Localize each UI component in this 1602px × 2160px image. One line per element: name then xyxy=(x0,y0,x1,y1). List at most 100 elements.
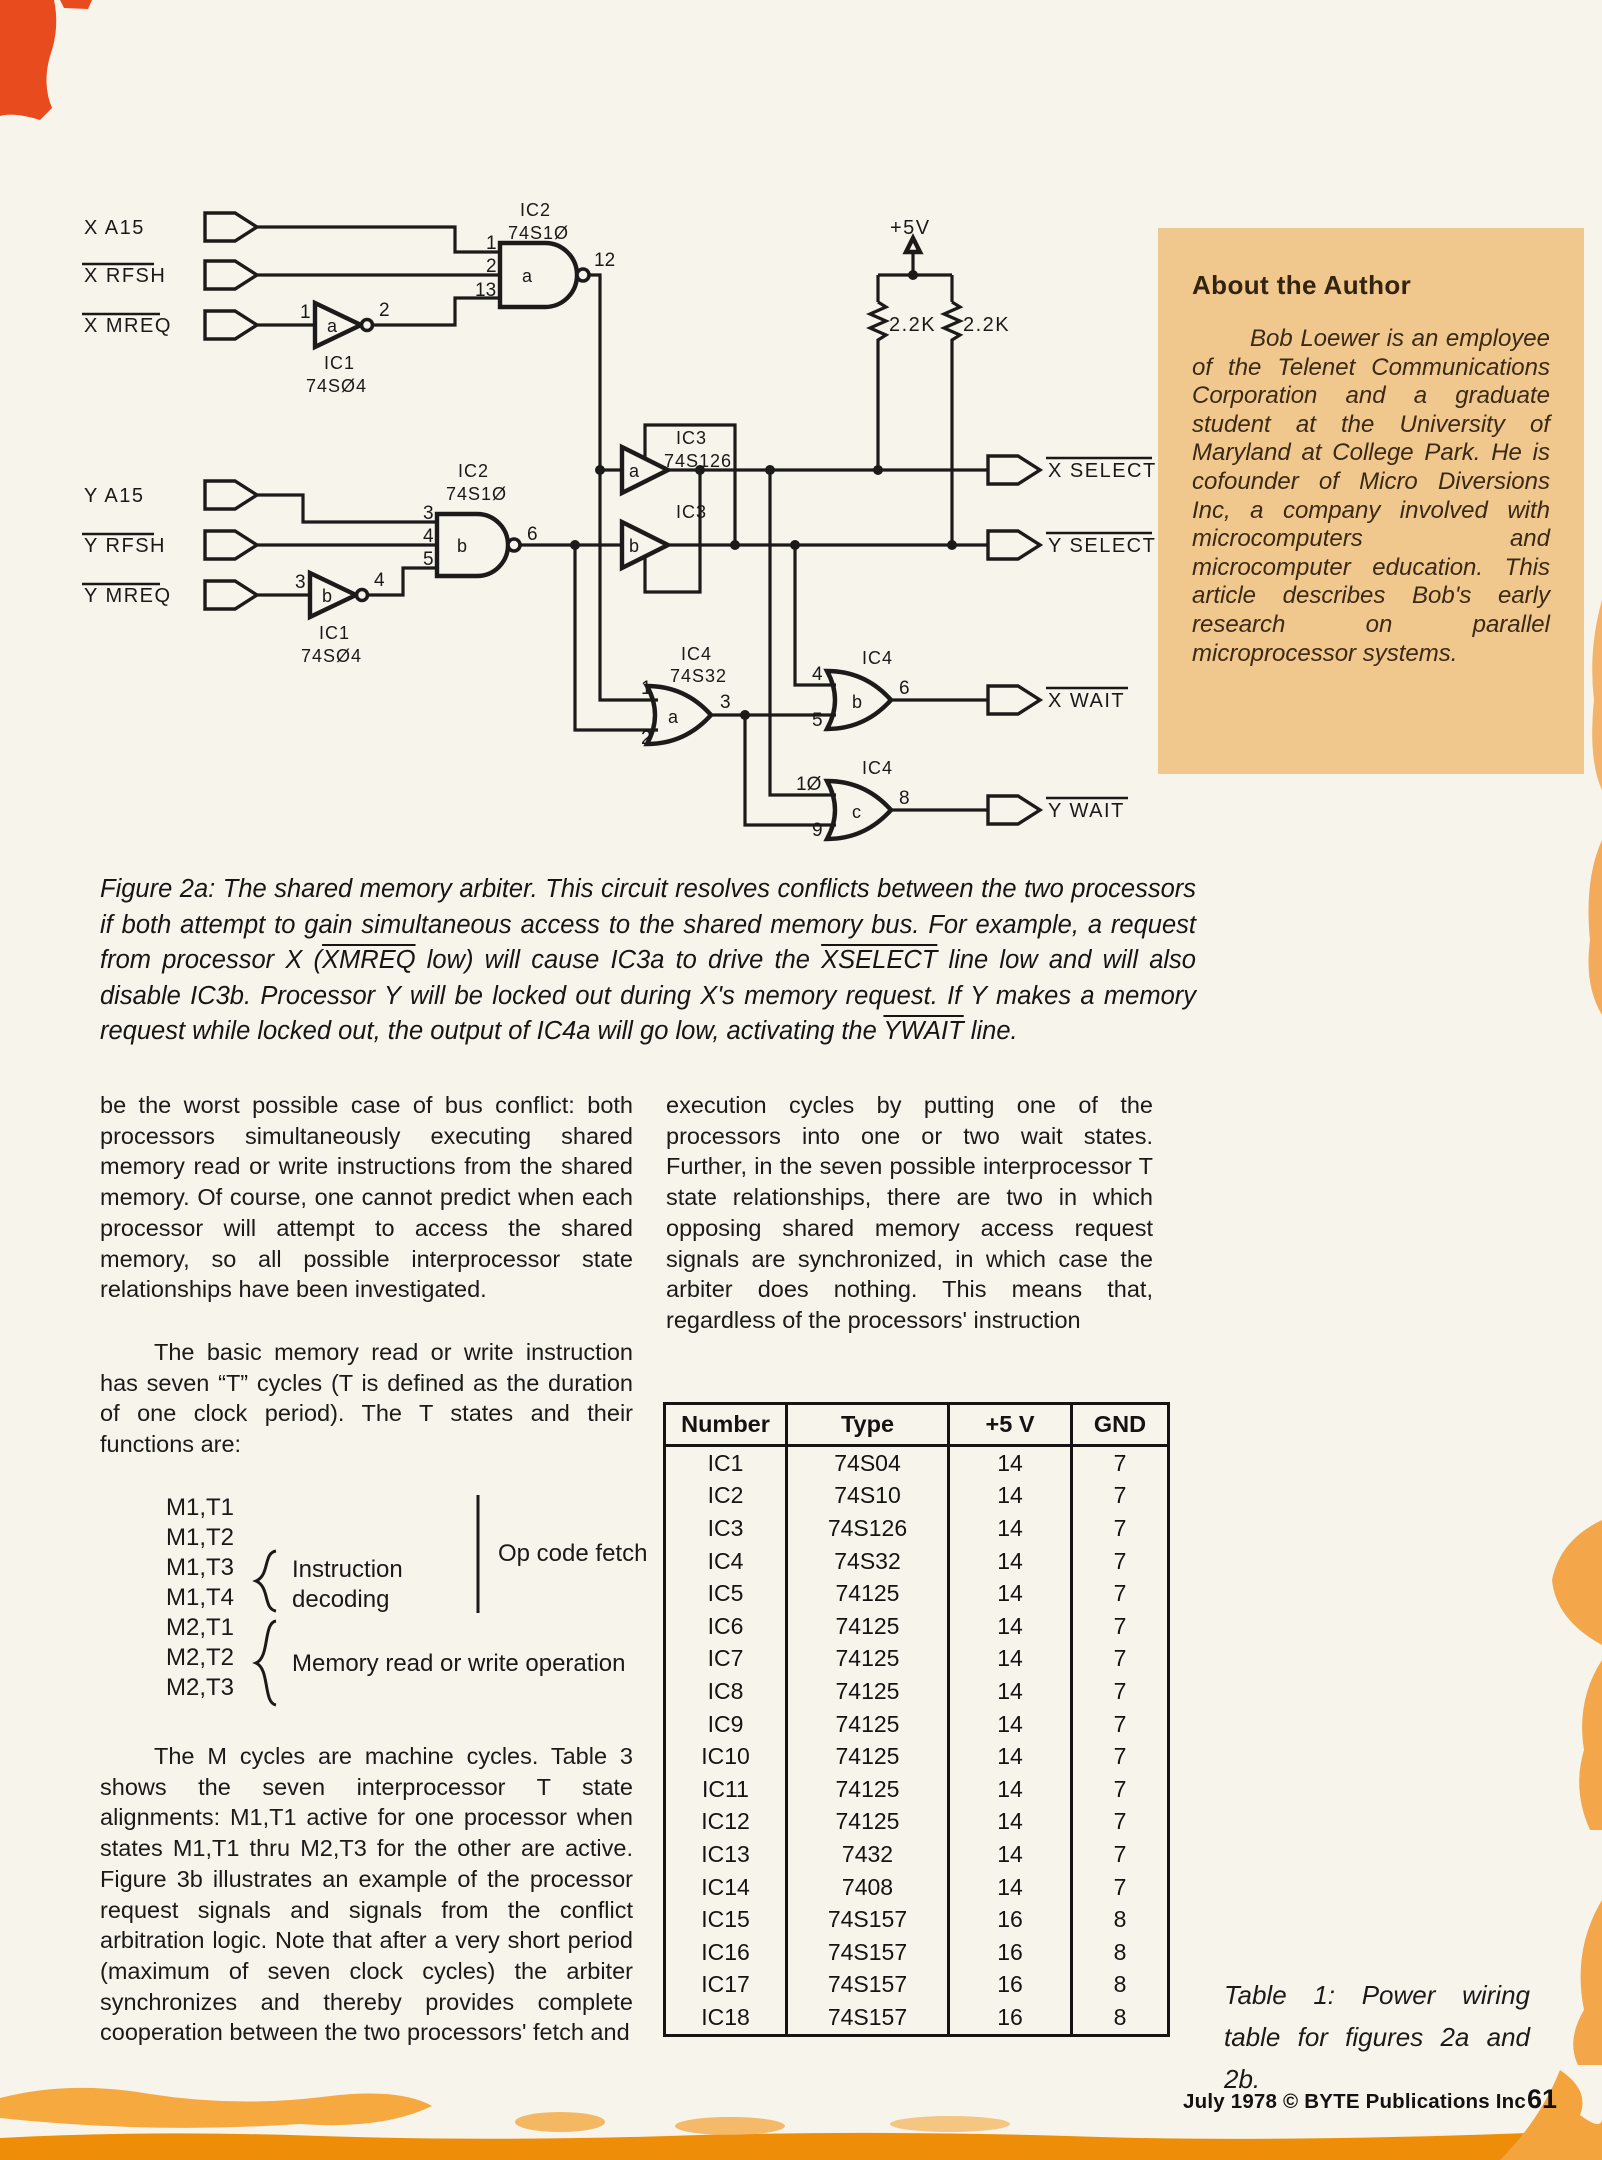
t-state-m1t2: M1,T2 xyxy=(166,1524,234,1551)
pin-ic1b-in: 3 xyxy=(295,572,306,593)
label-op-code-fetch: Op code fetch xyxy=(498,1540,647,1567)
pin-ic1a-out: 2 xyxy=(379,300,390,321)
t-state-diagram: M1,T1 M1,T2 M1,T3 M1,T4 M2,T1 M2,T2 M2,T… xyxy=(166,1494,647,1707)
table-cell: 7 xyxy=(1070,1445,1169,1480)
t-state-m2t2: M2,T2 xyxy=(166,1644,234,1671)
right-edge-blob-4 xyxy=(1579,1660,1602,1830)
table-cell: 14 xyxy=(947,1544,1072,1578)
buffer-ic3b xyxy=(619,518,673,572)
connector-y-select xyxy=(986,529,1044,561)
table-cell: IC3 xyxy=(707,1514,744,1541)
label-y-rfsh: Y RFSH xyxy=(84,535,166,557)
label-ic3b: IC3 xyxy=(676,502,707,522)
table-cell: 14 xyxy=(947,1479,1072,1513)
body-paragraph-left-2: The basic memory read or write instructi… xyxy=(100,1339,633,1458)
table-cell: 7 xyxy=(1070,1805,1169,1839)
table-cell: 74S10 xyxy=(785,1479,949,1513)
table-cell: 74125 xyxy=(785,1772,949,1806)
label-y-wait: Y WAIT xyxy=(1048,800,1125,822)
table-cell: IC2 xyxy=(707,1482,744,1509)
buffer-ic3a xyxy=(619,443,673,497)
gate-letter-ic3b: b xyxy=(629,536,639,556)
pin-ic1a-in: 1 xyxy=(300,302,311,323)
bottom-band-speck-1 xyxy=(515,2112,605,2132)
junction-dots xyxy=(570,270,957,720)
or-ic4b xyxy=(823,668,894,732)
pin-ic4b-1: 4 xyxy=(812,664,823,685)
table-cell: IC7 xyxy=(707,1645,744,1672)
circuit-diagram-figure-2a: X A15 X RFSH X MREQ Y A15 Y RFSH Y MREQ … xyxy=(82,200,1157,842)
label-x-mreq: X MREQ xyxy=(84,315,172,337)
connector-x-a15 xyxy=(203,211,261,243)
table-cell: 7 xyxy=(1070,1512,1169,1545)
signal-labels: X A15 X RFSH X MREQ Y A15 Y RFSH Y MREQ … xyxy=(82,217,1157,822)
gate-letter-ic4a: a xyxy=(668,707,679,727)
table-cell: 74S32 xyxy=(785,1544,949,1578)
pin-number-labels: 1 2 3 4 1 2 13 12 3 4 5 6 1 2 3 4 5 6 1Ø… xyxy=(295,233,910,841)
table-cell: 14 xyxy=(947,1838,1072,1871)
right-edge-blob-1 xyxy=(1592,600,1602,790)
table-cell: 14 xyxy=(947,1870,1072,1904)
gate-letter-ic2a: a xyxy=(522,266,533,286)
table-cell: 14 xyxy=(947,1805,1072,1839)
gate-letter-ic1b: b xyxy=(322,586,332,606)
table-cell: 16 xyxy=(947,1968,1072,2002)
connector-x-select xyxy=(986,454,1044,486)
connector-y-mreq xyxy=(203,579,261,611)
table-cell: 7 xyxy=(1070,1772,1169,1806)
label-x-a15: X A15 xyxy=(84,217,145,239)
pin-ic2a-1: 1 xyxy=(486,233,497,254)
table-cell: 16 xyxy=(947,2001,1072,2036)
red-corner-shape xyxy=(0,0,57,120)
table-cell: IC16 xyxy=(701,1938,750,1965)
table-cell: 8 xyxy=(1070,1903,1169,1936)
pin-ic4b-out: 6 xyxy=(899,678,910,699)
t-state-m1t1: M1,T1 xyxy=(166,1494,234,1521)
table-header-cell: GND xyxy=(1070,1403,1169,1447)
connector-y-a15 xyxy=(203,479,261,511)
table-cell: 7 xyxy=(1070,1838,1169,1871)
t-state-m1t4: M1,T4 xyxy=(166,1584,234,1611)
bottom-band-speck-3 xyxy=(890,2116,1010,2132)
table-cell: 16 xyxy=(947,1903,1072,1936)
label-instruction-decoding-2: decoding xyxy=(292,1586,389,1613)
figure-caption: Figure 2a: The shared memory arbiter. Th… xyxy=(100,875,1196,1045)
table-cell: 14 xyxy=(947,1740,1072,1773)
table-cell: 7408 xyxy=(785,1870,949,1904)
table-cell: 14 xyxy=(947,1445,1072,1480)
body-paragraph-right-1: execution cycles by putting one of the p… xyxy=(666,1092,1153,1333)
table-cell: IC11 xyxy=(702,1775,749,1802)
table-cell: 7432 xyxy=(785,1838,949,1871)
table-cell: IC10 xyxy=(701,1743,750,1770)
table-cell: 7 xyxy=(1070,1675,1169,1708)
label-ic2b: IC2 xyxy=(458,461,489,481)
table-cell: IC15 xyxy=(701,1906,750,1933)
label-ic3a: IC3 xyxy=(676,428,707,448)
label-x-select: X SELECT xyxy=(1048,460,1157,482)
ic-labels: IC1 74SØ4 IC1 74SØ4 IC2 74S1Ø IC2 74S1Ø … xyxy=(301,200,892,778)
right-edge-blob-2 xyxy=(1588,840,1602,1015)
label-ic1a: IC1 xyxy=(324,353,355,373)
label-ic2b-type: 74S1Ø xyxy=(446,484,507,504)
about-the-author-box: About the Author Bob Loewer is an employ… xyxy=(1158,228,1584,774)
connector-y-wait xyxy=(986,794,1044,826)
label-ic4a: IC4 xyxy=(681,644,712,664)
body-paragraph-left-1: be the worst possible case of bus confli… xyxy=(100,1092,633,1303)
label-y-select: Y SELECT xyxy=(1048,535,1156,557)
inverter-ic1b xyxy=(307,569,362,621)
table-cell: 14 xyxy=(947,1772,1072,1806)
table-cell: IC17 xyxy=(701,1971,750,1998)
gate-letter-ic2b: b xyxy=(457,536,467,556)
table-cell: 7 xyxy=(1070,1609,1169,1643)
pin-ic4c-1: 1Ø xyxy=(796,774,822,795)
table-cell: IC1 xyxy=(707,1449,744,1476)
connector-x-wait xyxy=(986,684,1044,716)
bottom-band-speck-2 xyxy=(675,2117,785,2135)
table-cell: 7 xyxy=(1070,1544,1169,1578)
table-cell: IC18 xyxy=(701,2003,750,2030)
